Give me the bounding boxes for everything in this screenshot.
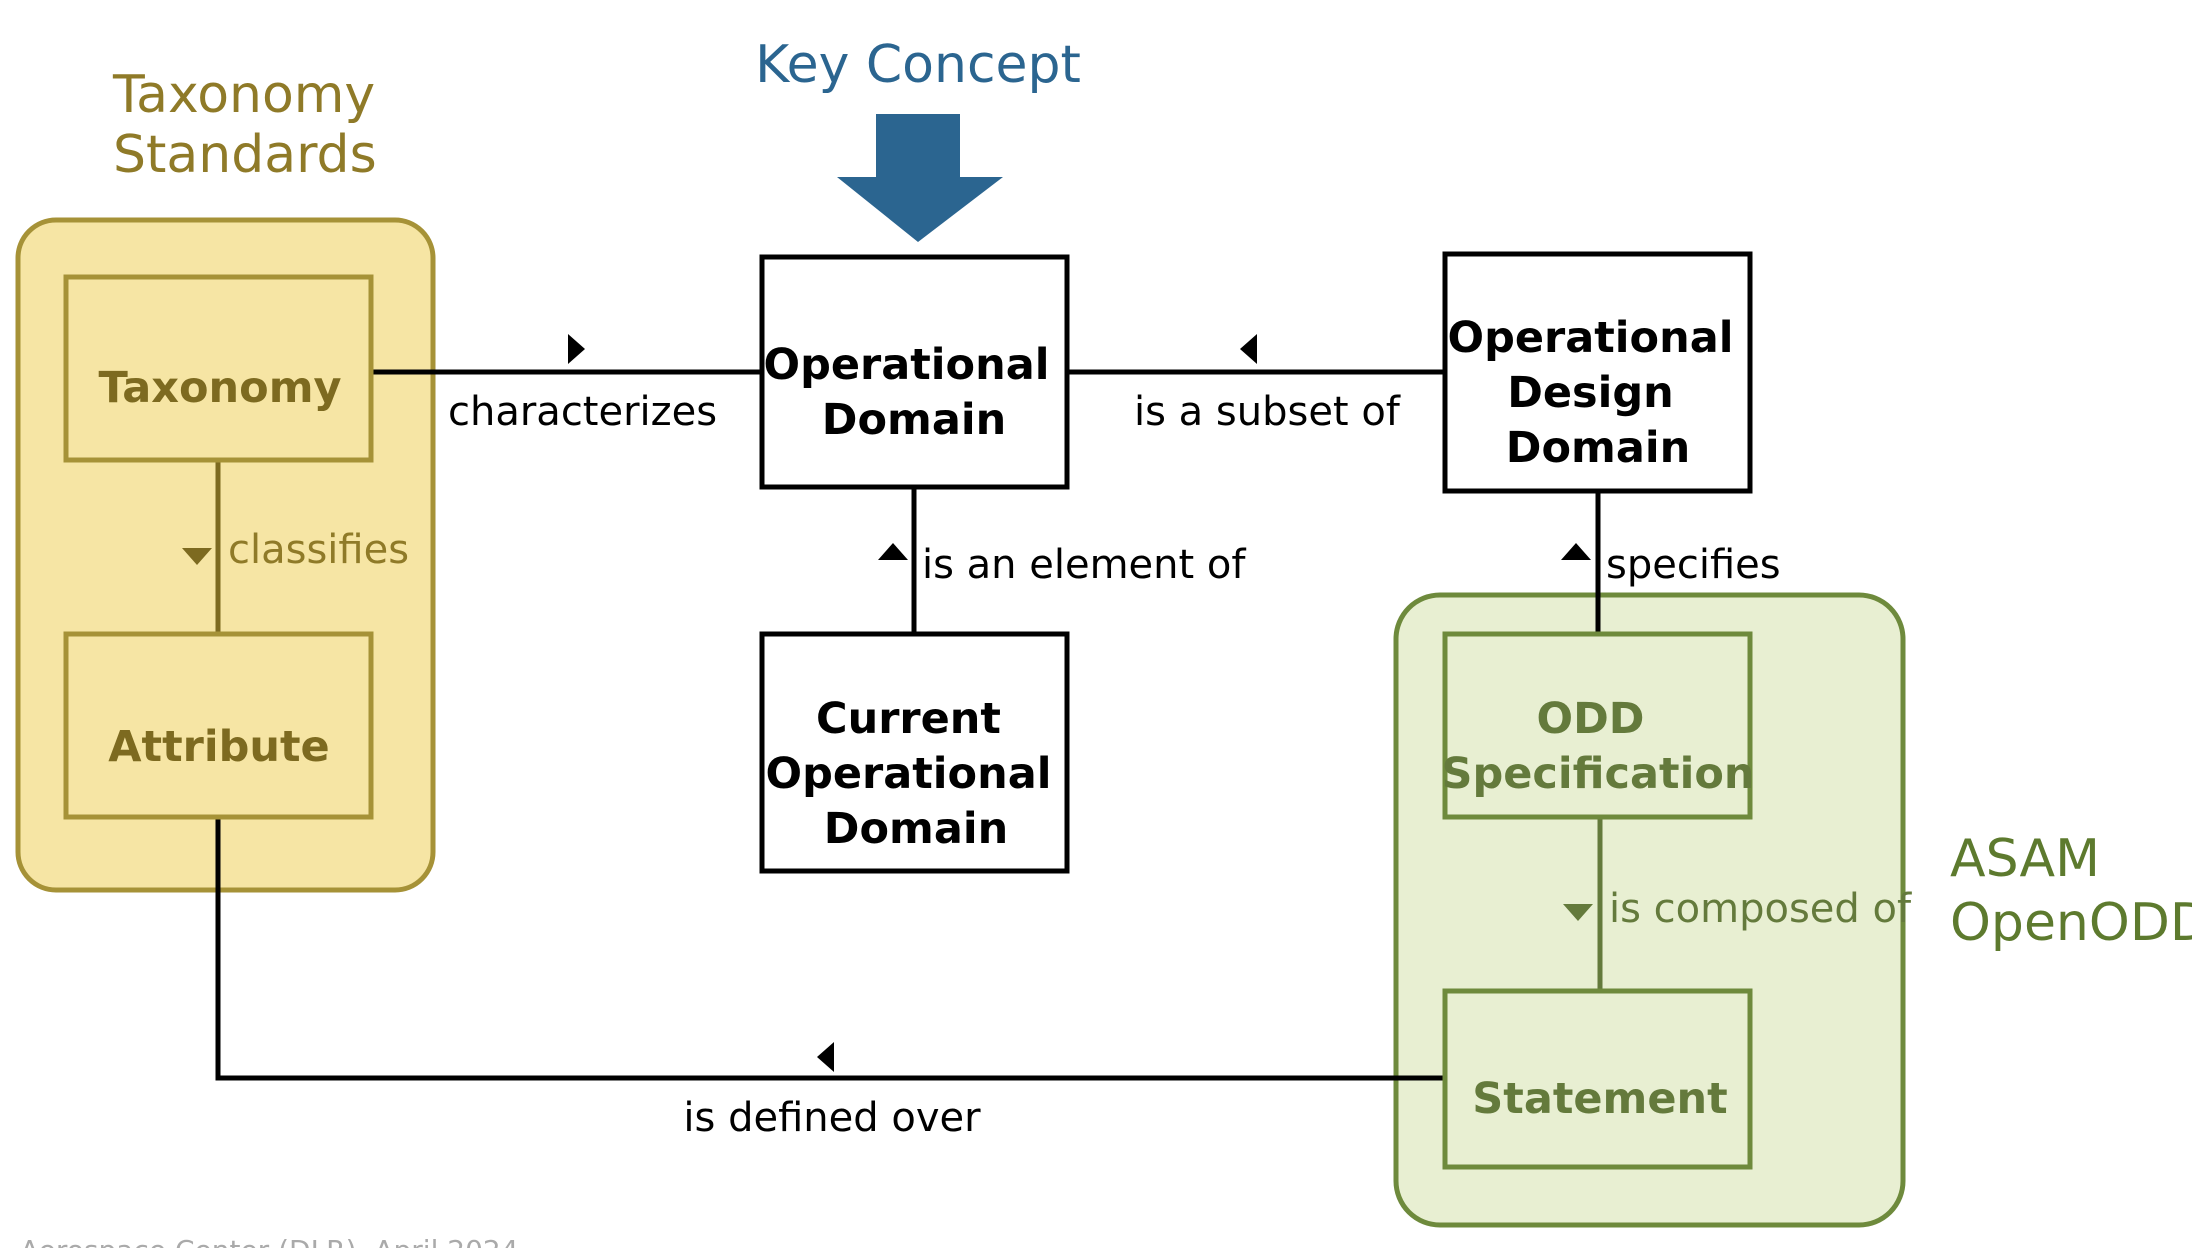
classifies-label: classifies — [228, 527, 409, 573]
current-operational-domain-node: Current Operational Domain — [759, 631, 1070, 874]
attribute-node-label: Attribute — [108, 722, 329, 772]
operational-domain-label: Operational Domain — [764, 340, 1065, 445]
statement-node: Statement — [1442, 988, 1753, 1170]
specifies-label: specifies — [1606, 542, 1781, 588]
current-operational-domain-label: Current Operational Domain — [766, 694, 1067, 854]
key-concept-label: Key Concept — [755, 35, 1081, 95]
odd-specification-node: ODD Specification — [1442, 631, 1755, 820]
odd-specification-label: ODD Specification — [1442, 694, 1755, 799]
connector-lines-in-groups — [215, 460, 1603, 991]
element-arrowhead — [878, 543, 908, 560]
taxonomy-node-label: Taxonomy — [98, 363, 341, 413]
defined-over-line — [215, 818, 1445, 1081]
subset-label: is a subset of — [1134, 389, 1401, 435]
attribute-node: Attribute — [63, 631, 374, 820]
characterizes-label: characterizes — [448, 389, 717, 435]
openodd-label: ASAM OpenODD — [1950, 829, 2192, 953]
classifies-arrowhead — [182, 548, 212, 565]
defined-over-arrowhead — [817, 1042, 834, 1072]
key-concept-arrow — [837, 114, 1003, 242]
characterizes-arrowhead — [568, 334, 585, 364]
odd-node: Operational Design Domain — [1442, 251, 1753, 494]
odd-label: Operational Design Domain — [1448, 313, 1749, 473]
operational-domain-node: Operational Domain — [759, 254, 1070, 490]
subset-arrowhead — [1240, 334, 1257, 364]
footer-credit: Aerospace Center (DLR), April 2024 — [20, 1234, 519, 1248]
composed-of-arrowhead — [1563, 904, 1593, 921]
taxonomy-standards-label: Taxonomy Standards — [112, 65, 392, 185]
element-label: is an element of — [922, 542, 1246, 588]
taxonomy-node: Taxonomy — [63, 274, 374, 463]
specifies-arrowhead — [1561, 543, 1591, 560]
statement-label: Statement — [1472, 1074, 1727, 1124]
composed-of-label: is composed of — [1609, 886, 1912, 932]
connector-lines — [215, 369, 1601, 1081]
defined-over-label: is defined over — [683, 1095, 981, 1141]
